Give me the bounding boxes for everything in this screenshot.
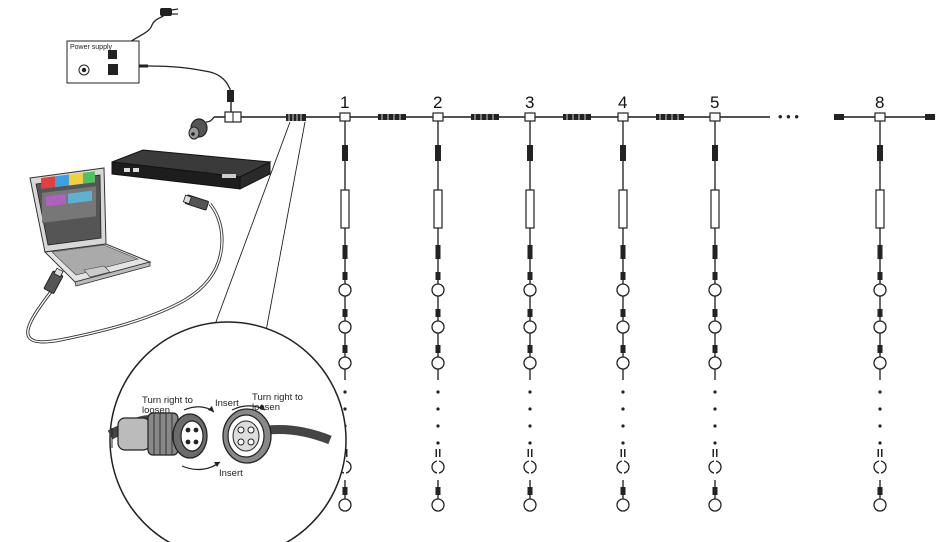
male-connector-icon xyxy=(107,412,208,459)
artnet-controller: Mamoo Art-net Pro xyxy=(111,149,272,190)
string-number-label: 4 xyxy=(618,93,627,112)
pixel-string: 2 xyxy=(431,93,445,512)
string-number-label: 5 xyxy=(710,93,719,112)
pixel-string: 5 xyxy=(708,93,722,512)
pixel-string: 4 xyxy=(616,93,630,512)
bus-link-connector xyxy=(471,114,499,120)
rj45-plug-icon xyxy=(43,267,64,294)
rotate-arrow-icon xyxy=(181,404,266,471)
pixel-node-icon xyxy=(431,356,445,370)
ellipsis-dots: • • • xyxy=(778,109,799,124)
pixel-node-icon xyxy=(708,320,722,334)
pixel-node-icon xyxy=(338,356,352,370)
bus-link-connector xyxy=(563,114,591,120)
ethernet-cable xyxy=(26,194,224,344)
pixel-node-icon xyxy=(338,498,352,512)
pixel-node-icon xyxy=(431,320,445,334)
pixel-strings: 1 2 3 4 5 8 xyxy=(338,93,887,512)
string-number-label: 2 xyxy=(433,93,442,112)
bus-link-connector xyxy=(656,114,684,120)
bus-link-connector xyxy=(378,114,406,120)
power-plug-icon xyxy=(129,8,179,43)
pixel-string: 8 xyxy=(873,93,887,512)
pixel-node-icon xyxy=(873,283,887,297)
pixel-string: 3 xyxy=(523,93,537,512)
pixel-node-icon xyxy=(338,320,352,334)
pixel-node-icon xyxy=(523,356,537,370)
pixel-node-icon xyxy=(873,320,887,334)
pixel-node-icon xyxy=(431,498,445,512)
laptop-computer xyxy=(29,167,152,287)
rj45-plug-icon xyxy=(182,194,209,211)
bus-link-connectors xyxy=(378,114,684,120)
pixel-node-icon xyxy=(523,283,537,297)
dmx-connector-icon xyxy=(188,116,215,140)
pixel-node-icon xyxy=(873,356,887,370)
controller-brand: Mamoo xyxy=(150,168,166,173)
string-number-label: 1 xyxy=(340,93,349,112)
power-supply-unit: Power supply xyxy=(66,40,140,84)
insert-label-bottom: Insert xyxy=(219,468,243,479)
pixel-node-icon xyxy=(616,498,630,512)
female-connector-icon xyxy=(222,408,332,464)
pixel-node-icon xyxy=(523,498,537,512)
pixel-node-icon xyxy=(873,498,887,512)
pixel-node-icon xyxy=(338,283,352,297)
pixel-node-icon xyxy=(708,283,722,297)
power-cable xyxy=(139,64,234,112)
pixel-node-icon xyxy=(616,283,630,297)
pixel-node-icon xyxy=(616,356,630,370)
insert-label-top: Insert xyxy=(215,398,239,409)
pixel-node-icon xyxy=(431,283,445,297)
string-number-label: 8 xyxy=(875,93,884,112)
power-supply-label: Power supply xyxy=(70,44,113,51)
pixel-node-icon xyxy=(708,498,722,512)
controller-model: Art-net Pro xyxy=(185,172,215,178)
pixel-node-icon xyxy=(523,320,537,334)
string-number-label: 3 xyxy=(525,93,534,112)
pixel-node-icon xyxy=(616,320,630,334)
pixel-node-icon xyxy=(708,356,722,370)
